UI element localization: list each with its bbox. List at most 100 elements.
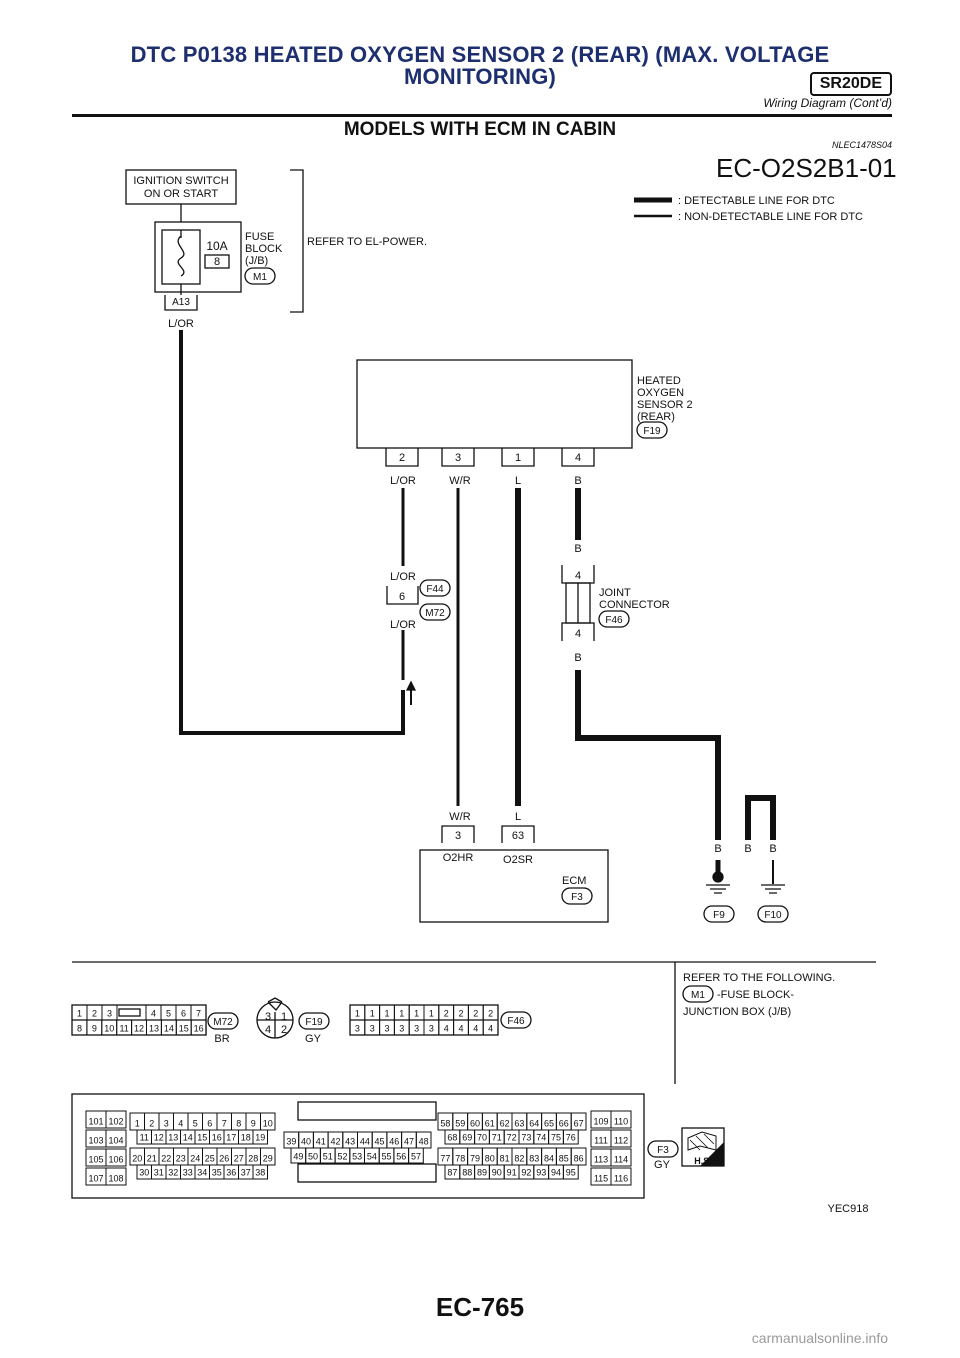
f3-pin: 59 bbox=[455, 1119, 465, 1129]
f3-left-pin: 105 bbox=[88, 1155, 103, 1165]
f3-pin: 90 bbox=[492, 1168, 502, 1178]
arrow-up-icon bbox=[405, 680, 417, 691]
f3-pin: 95 bbox=[566, 1168, 576, 1178]
sensor-pin-1 bbox=[501, 448, 535, 467]
wire-label-b: B bbox=[714, 843, 721, 855]
f3-pin: 56 bbox=[396, 1152, 406, 1162]
m72-pin: 11 bbox=[119, 1024, 128, 1034]
f3-right-pin: 116 bbox=[614, 1174, 628, 1184]
f3-pin: 91 bbox=[507, 1168, 517, 1178]
f19-pin: 1 bbox=[281, 1011, 287, 1023]
f3-pin: 44 bbox=[360, 1137, 370, 1147]
m72-pin: 8 bbox=[77, 1024, 82, 1034]
section-code: NLEC1478S04 bbox=[831, 140, 892, 150]
fuse-block-label-3: (J/B) bbox=[245, 255, 268, 267]
f3-pin: 74 bbox=[536, 1133, 546, 1143]
f3-pin: 10 bbox=[263, 1119, 273, 1129]
ecm-pin-63 bbox=[501, 825, 535, 843]
f3-pin: 11 bbox=[140, 1133, 149, 1143]
f46-pin: 2 bbox=[488, 1009, 493, 1019]
ground-connector: F10 bbox=[764, 910, 782, 921]
fuse-amp: 10A bbox=[206, 239, 227, 253]
ecm-label: ECM bbox=[562, 875, 586, 887]
f46-pin: 3 bbox=[399, 1024, 404, 1034]
harness-connector-1: F44 bbox=[426, 584, 444, 595]
sensor-pin-4 bbox=[561, 448, 595, 467]
f3-pin: 41 bbox=[316, 1137, 326, 1147]
wire-label-b: B bbox=[574, 652, 581, 664]
f3-pin: 47 bbox=[404, 1137, 414, 1147]
sensor-pin-label: 4 bbox=[575, 452, 581, 464]
sensor-pin-label: 2 bbox=[399, 452, 405, 464]
harness-connector-2: M72 bbox=[425, 608, 445, 619]
f19-pin: 4 bbox=[265, 1024, 271, 1036]
f3-left-pin: 104 bbox=[108, 1136, 123, 1146]
f3-pin: 25 bbox=[205, 1154, 215, 1164]
ignition-label-2: ON OR START bbox=[144, 188, 218, 200]
f3-pin: 68 bbox=[447, 1133, 457, 1143]
f3-pin: 51 bbox=[323, 1152, 333, 1162]
legend-detectable: : DETECTABLE LINE FOR DTC bbox=[678, 195, 835, 207]
f3-right-cell bbox=[610, 1129, 632, 1148]
sensor-label-4: (REAR) bbox=[637, 411, 675, 423]
f3-left-cell bbox=[105, 1148, 127, 1167]
ground-connector: F9 bbox=[713, 910, 725, 921]
hs-badge-icon bbox=[681, 1127, 725, 1167]
sensor-label-3: SENSOR 2 bbox=[637, 399, 693, 411]
f3-pin: 82 bbox=[514, 1154, 524, 1164]
f19-pin: 2 bbox=[281, 1024, 287, 1036]
wire-lor-main bbox=[179, 330, 405, 735]
f3-pin: 2 bbox=[149, 1119, 154, 1129]
wire-label-lor: L/OR bbox=[390, 619, 416, 631]
connector-f3-face bbox=[71, 1093, 645, 1199]
f19-color: GY bbox=[305, 1033, 322, 1045]
f3-pin: 42 bbox=[330, 1137, 340, 1147]
diagram-id: EC-O2S2B1-01 bbox=[716, 153, 897, 183]
ground-icon bbox=[761, 884, 785, 894]
m72-pin: 12 bbox=[134, 1024, 144, 1034]
section-title: MODELS WITH ECM IN CABIN bbox=[343, 119, 617, 140]
legend-non-detectable: : NON-DETECTABLE LINE FOR DTC bbox=[678, 211, 863, 223]
f3-right-cell bbox=[610, 1148, 632, 1167]
refer-connector: M1 bbox=[691, 990, 705, 1001]
f3-pin: 67 bbox=[574, 1119, 584, 1129]
ecm-box bbox=[419, 849, 609, 923]
fuse-block-label-2: BLOCK bbox=[245, 243, 283, 255]
m72-pin: 6 bbox=[181, 1009, 186, 1019]
f3-pin: 37 bbox=[241, 1168, 251, 1178]
f3-left-cell bbox=[105, 1129, 127, 1148]
f3-pin: 4 bbox=[178, 1119, 183, 1129]
f3-pin: 76 bbox=[566, 1133, 576, 1143]
joint-label-1: JOINT bbox=[599, 587, 631, 599]
harness-pin: 6 bbox=[399, 591, 405, 603]
f3-cell bbox=[252, 1129, 268, 1145]
wire-label-b: B bbox=[574, 475, 581, 487]
f3-pin: 31 bbox=[154, 1168, 164, 1178]
f3-pin: 83 bbox=[529, 1154, 539, 1164]
f3-pin: 72 bbox=[507, 1133, 517, 1143]
f3-pin: 34 bbox=[197, 1168, 207, 1178]
f3-cell bbox=[408, 1147, 424, 1164]
f3-pin: 54 bbox=[367, 1152, 377, 1162]
f3-pin: 38 bbox=[255, 1168, 265, 1178]
f3-pin: 66 bbox=[559, 1119, 569, 1129]
page-title: DTC P0138 HEATED OXYGEN SENSOR 2 (REAR) … bbox=[130, 42, 830, 89]
f3-pin: 46 bbox=[389, 1137, 399, 1147]
ecm-connector: F3 bbox=[571, 892, 583, 903]
f3-right-pin: 111 bbox=[594, 1136, 608, 1146]
joint-pin-bottom: 4 bbox=[575, 628, 581, 640]
wire-b-ground bbox=[575, 670, 721, 840]
joint-label-2: CONNECTOR bbox=[599, 599, 670, 611]
f3-pin: 81 bbox=[500, 1154, 510, 1164]
m72-pin: 5 bbox=[166, 1009, 171, 1019]
f3-pin: 26 bbox=[219, 1154, 229, 1164]
ecm-pin-3 bbox=[441, 825, 475, 843]
f3-cell bbox=[562, 1164, 579, 1180]
f19-pin: 3 bbox=[265, 1011, 271, 1023]
f3-pin: 88 bbox=[462, 1168, 472, 1178]
f46-pin: 1 bbox=[355, 1009, 360, 1019]
f3-right-pin: 114 bbox=[614, 1155, 628, 1165]
m72-pin: 1 bbox=[77, 1009, 82, 1019]
engine-badge: SR20DE bbox=[809, 72, 892, 96]
